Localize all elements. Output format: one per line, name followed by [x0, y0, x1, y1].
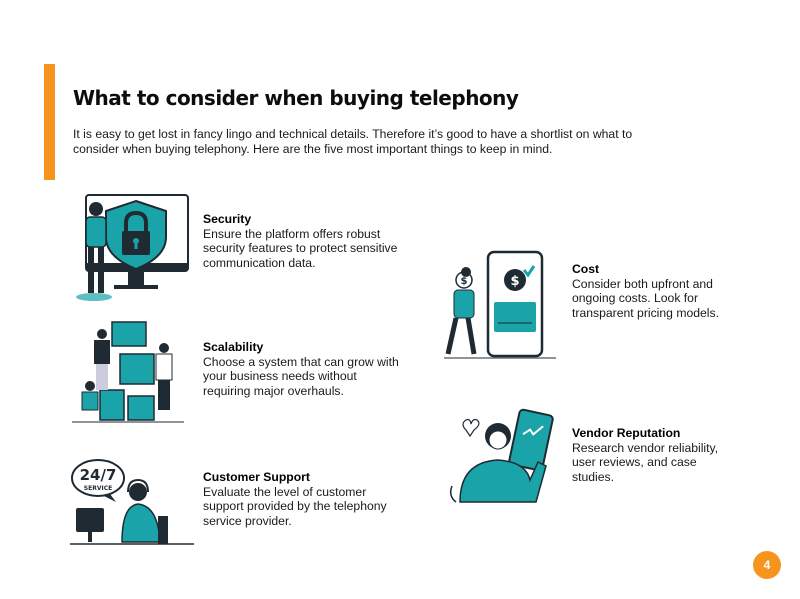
svg-text:$: $	[510, 274, 519, 289]
item-text: Evaluate the level of customer support p…	[203, 484, 387, 528]
item-heading: Scalability	[203, 340, 264, 354]
consideration-cost: Cost Consider both upfront and ongoing c…	[572, 262, 737, 320]
item-text: Research vendor reliability, user review…	[572, 440, 719, 484]
reviews-phone-icon	[449, 408, 554, 503]
consideration-scalability: Scalability Choose a system that can gro…	[203, 340, 403, 398]
item-text: Choose a system that can grow with your …	[203, 354, 399, 398]
item-text: Consider both upfront and ongoing costs.…	[572, 276, 719, 320]
svg-text:$: $	[461, 276, 468, 287]
intro-paragraph: It is easy to get lost in fancy lingo an…	[73, 127, 633, 156]
page-title: What to consider when buying telephony	[73, 86, 519, 110]
item-heading: Vendor Reputation	[572, 426, 681, 440]
stacking-blocks-icon	[72, 321, 184, 423]
item-text: Ensure the platform offers robust securi…	[203, 226, 398, 270]
page-number-badge: 4	[753, 551, 781, 579]
phone-payment-icon: $ $	[444, 250, 556, 359]
headset-support-icon: 24/7 SERVICE	[70, 459, 194, 545]
item-heading: Customer Support	[203, 470, 310, 484]
padlock-shield-icon	[76, 194, 189, 301]
item-heading: Security	[203, 212, 252, 226]
consideration-vendor-reputation: Vendor Reputation Research vendor reliab…	[572, 426, 737, 484]
accent-bar	[44, 64, 55, 180]
consideration-security: Security Ensure the platform offers robu…	[203, 212, 403, 270]
item-heading: Cost	[572, 262, 600, 276]
badge-24-7: 24/7	[80, 466, 117, 484]
consideration-customer-support: Customer Support Evaluate the level of c…	[203, 470, 393, 528]
badge-service: SERVICE	[84, 485, 112, 492]
